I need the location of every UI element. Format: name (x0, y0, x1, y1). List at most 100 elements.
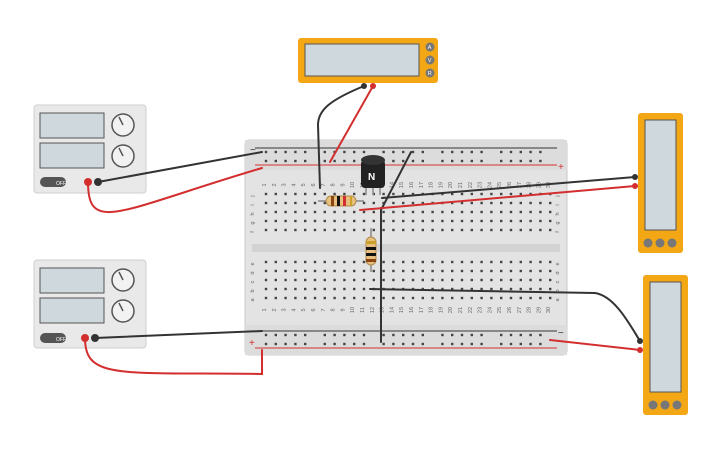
breadboard-hole[interactable] (460, 296, 464, 300)
breadboard-hole[interactable] (304, 150, 307, 154)
breadboard-hole[interactable] (411, 269, 415, 273)
breadboard-hole[interactable] (411, 228, 415, 232)
breadboard-hole[interactable] (421, 269, 424, 273)
breadboard-hole[interactable] (480, 342, 483, 346)
breadboard-hole[interactable] (284, 296, 287, 300)
breadboard-hole[interactable] (411, 159, 415, 163)
breadboard-hole[interactable] (343, 159, 346, 163)
breadboard-hole[interactable] (382, 296, 385, 300)
breadboard-hole[interactable] (343, 333, 346, 337)
breadboard-hole[interactable] (402, 201, 405, 205)
breadboard-hole[interactable] (441, 278, 444, 282)
breadboard-hole[interactable] (284, 159, 287, 163)
breadboard-hole[interactable] (313, 296, 317, 300)
breadboard-hole[interactable] (402, 269, 405, 273)
breadboard-hole[interactable] (333, 159, 336, 163)
breadboard-hole[interactable] (500, 192, 503, 196)
breadboard-hole[interactable] (539, 296, 542, 300)
breadboard-hole[interactable] (411, 342, 415, 346)
breadboard-hole[interactable] (274, 219, 277, 223)
breadboard-hole[interactable] (549, 296, 552, 300)
breadboard-hole[interactable] (294, 260, 297, 264)
multimeter-top-mode-r[interactable] (425, 68, 435, 78)
breadboard-hole[interactable] (490, 287, 493, 291)
breadboard-hole[interactable] (353, 228, 356, 232)
breadboard-hole[interactable] (460, 342, 464, 346)
breadboard-hole[interactable] (343, 210, 346, 214)
breadboard-hole[interactable] (549, 228, 552, 232)
breadboard-hole[interactable] (490, 192, 493, 196)
breadboard-hole[interactable] (519, 192, 522, 196)
breadboard-hole[interactable] (392, 342, 395, 346)
breadboard-hole[interactable] (421, 278, 424, 282)
breadboard-hole[interactable] (549, 201, 552, 205)
breadboard-hole[interactable] (480, 210, 483, 214)
breadboard-hole[interactable] (451, 219, 454, 223)
breadboard-hole[interactable] (304, 219, 307, 223)
breadboard-hole[interactable] (264, 269, 268, 273)
breadboard-hole[interactable] (421, 159, 424, 163)
breadboard-hole[interactable] (451, 333, 454, 337)
breadboard-hole[interactable] (294, 287, 297, 291)
breadboard-hole[interactable] (460, 333, 464, 337)
breadboard-hole[interactable] (509, 159, 513, 163)
breadboard-hole[interactable] (451, 287, 454, 291)
breadboard-hole[interactable] (411, 333, 415, 337)
breadboard-hole[interactable] (353, 333, 356, 337)
breadboard-hole[interactable] (490, 201, 493, 205)
breadboard-hole[interactable] (529, 269, 532, 273)
breadboard-hole[interactable] (431, 210, 434, 214)
breadboard-hole[interactable] (470, 159, 473, 163)
multimeter-top-mode-v[interactable] (425, 55, 435, 65)
breadboard-hole[interactable] (529, 210, 532, 214)
breadboard-hole[interactable] (441, 287, 444, 291)
breadboard-hole[interactable] (264, 159, 268, 163)
breadboard-hole[interactable] (294, 269, 297, 273)
breadboard-hole[interactable] (451, 228, 454, 232)
breadboard-hole[interactable] (470, 192, 473, 196)
breadboard-hole[interactable] (500, 260, 503, 264)
breadboard-hole[interactable] (549, 278, 552, 282)
breadboard-hole[interactable] (480, 201, 483, 205)
breadboard-hole[interactable] (480, 219, 483, 223)
breadboard-hole[interactable] (411, 192, 415, 196)
breadboard-hole[interactable] (509, 210, 513, 214)
breadboard-hole[interactable] (519, 201, 522, 205)
breadboard-hole[interactable] (274, 192, 277, 196)
breadboard-hole[interactable] (490, 269, 493, 273)
breadboard-hole[interactable] (480, 159, 483, 163)
breadboard-hole[interactable] (392, 159, 395, 163)
breadboard-hole[interactable] (284, 228, 287, 232)
breadboard-hole[interactable] (451, 260, 454, 264)
breadboard-hole[interactable] (294, 333, 297, 337)
breadboard-hole[interactable] (294, 296, 297, 300)
breadboard-hole[interactable] (500, 278, 503, 282)
breadboard-hole[interactable] (392, 219, 395, 223)
breadboard-hole[interactable] (529, 192, 532, 196)
breadboard-hole[interactable] (451, 296, 454, 300)
breadboard-hole[interactable] (402, 150, 405, 154)
breadboard-hole[interactable] (431, 219, 434, 223)
breadboard-hole[interactable] (470, 296, 473, 300)
breadboard-hole[interactable] (323, 260, 326, 264)
breadboard-hole[interactable] (509, 287, 513, 291)
breadboard-hole[interactable] (421, 210, 424, 214)
breadboard-hole[interactable] (470, 278, 473, 282)
breadboard-hole[interactable] (460, 219, 464, 223)
breadboard-hole[interactable] (529, 201, 532, 205)
breadboard-hole[interactable] (343, 287, 346, 291)
breadboard-hole[interactable] (333, 287, 336, 291)
breadboard-hole[interactable] (490, 278, 493, 282)
breadboard-hole[interactable] (480, 269, 483, 273)
breadboard-hole[interactable] (441, 219, 444, 223)
breadboard-hole[interactable] (353, 287, 356, 291)
breadboard-hole[interactable] (313, 260, 317, 264)
breadboard-hole[interactable] (353, 159, 356, 163)
breadboard-hole[interactable] (411, 296, 415, 300)
breadboard-hole[interactable] (284, 201, 287, 205)
breadboard-hole[interactable] (451, 342, 454, 346)
breadboard-hole[interactable] (362, 192, 366, 196)
breadboard-hole[interactable] (480, 296, 483, 300)
breadboard-hole[interactable] (392, 210, 395, 214)
breadboard-hole[interactable] (274, 278, 277, 282)
